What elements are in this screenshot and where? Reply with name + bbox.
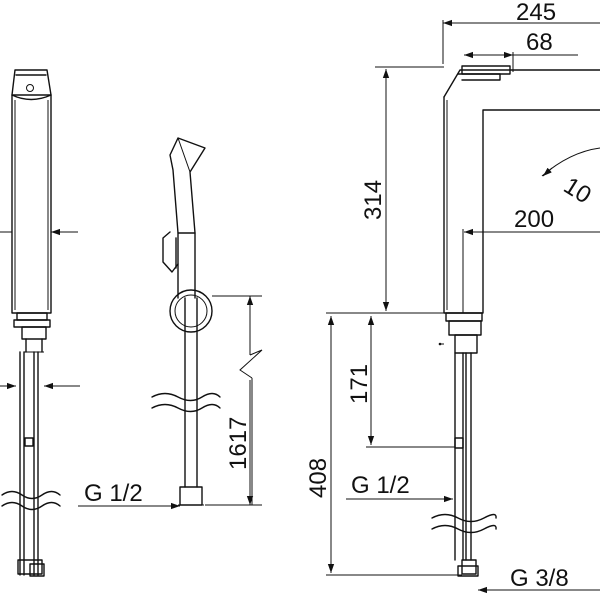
thread-label-left: G 1/2: [84, 480, 143, 507]
spout-reach-label: 200: [514, 206, 554, 233]
angle-label: 10: [559, 172, 596, 209]
hand-shower-head: [169, 137, 206, 234]
lever-handle: [11, 69, 52, 96]
front-view-faucet: 245 68 10 200 314 171 408 G 1/2 G 3/8: [305, 0, 600, 594]
shower-hose: [184, 297, 198, 488]
hose-length-label: 1617: [225, 417, 252, 470]
hand-shower-view: 1617: [151, 137, 263, 506]
body-height-label: 314: [360, 180, 387, 220]
faucet-column: [443, 96, 600, 314]
side-view-faucet: G 1/2: [0, 69, 180, 577]
shank-height-label: 171: [346, 364, 373, 404]
install-height-label: 408: [305, 458, 332, 498]
faucet-body: [11, 94, 52, 314]
thread-label-middle: G 1/2: [351, 472, 410, 499]
handle-offset-label: 68: [526, 29, 553, 56]
width-245-label: 245: [516, 0, 556, 26]
wall-bracket-ring: [169, 289, 213, 333]
thread-label-right: G 3/8: [510, 565, 569, 592]
